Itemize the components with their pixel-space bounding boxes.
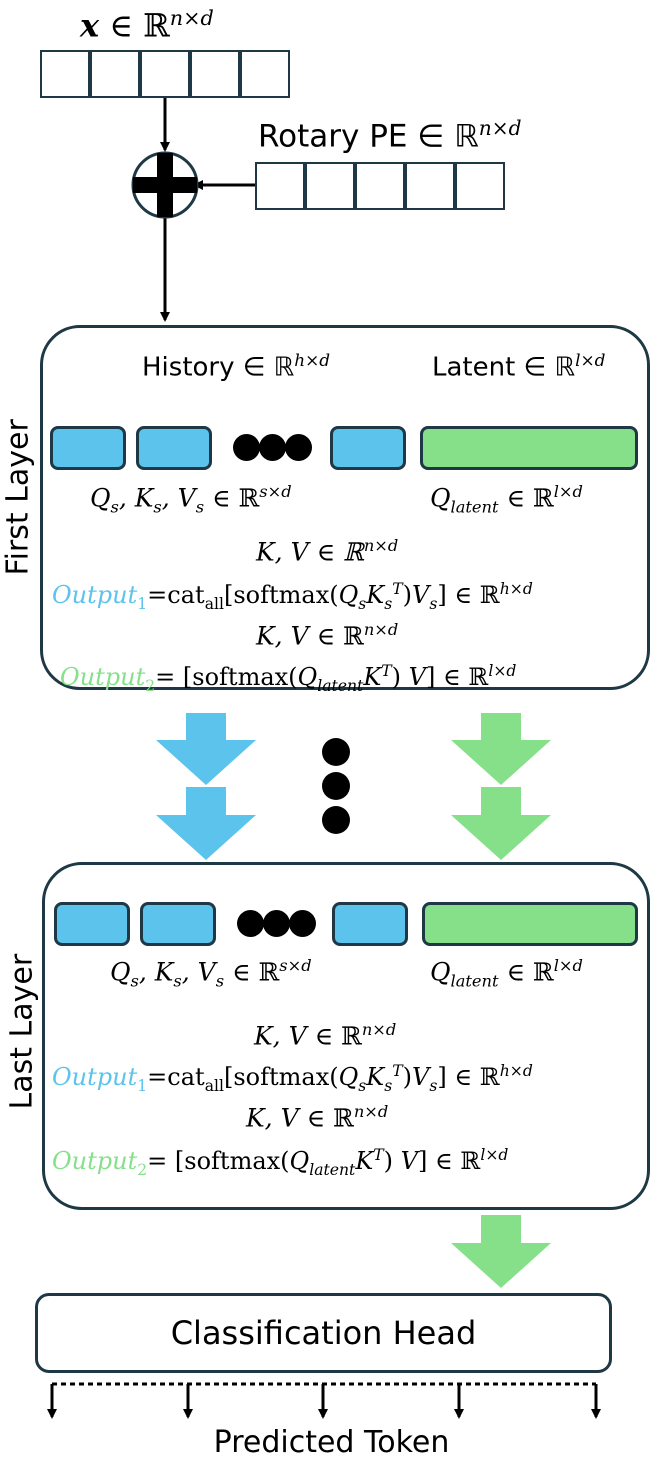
- input-cell: [90, 50, 140, 98]
- ellipsis-dot: [237, 910, 264, 937]
- ellipsis-dot: [285, 434, 312, 461]
- rope-cell: [305, 162, 355, 210]
- classification-head-label: Classification Head: [170, 1314, 477, 1352]
- layer-ellipsis-dot: [322, 772, 350, 800]
- rope-cell: [455, 162, 505, 210]
- first-qkv-equation: Qs, Ks, Vs ∈ ℝs×d: [90, 482, 292, 517]
- first-layer-box: [40, 325, 650, 690]
- rope-cell: [405, 162, 455, 210]
- input-vector: [40, 50, 290, 98]
- output-arrows: [47, 1384, 601, 1419]
- ellipsis-dot: [263, 910, 290, 937]
- history-token-block: [50, 426, 126, 470]
- rope-cell: [255, 162, 305, 210]
- first-kv-equation-1: K, V ∈ ℝn×d: [256, 536, 399, 567]
- input-label: x ∈ ℝn×d: [80, 6, 214, 45]
- input-cell: [140, 50, 190, 98]
- last-output2-equation: Output2= [softmax(QlatentKT) V] ∈ ℝl×d: [52, 1146, 509, 1179]
- history-token-block: [140, 902, 216, 946]
- classification-head-box: Classification Head: [35, 1293, 612, 1373]
- latent-token-block: [422, 902, 638, 946]
- ellipsis-dot: [233, 434, 260, 461]
- last-kv-equation-1: K, V ∈ ℝn×d: [254, 1020, 397, 1051]
- history-token-block: [54, 902, 130, 946]
- first-layer-label: First Layer: [0, 419, 36, 576]
- latent-token-block: [420, 426, 638, 470]
- blue-flow-arrows: [156, 713, 256, 860]
- rope-cell: [355, 162, 405, 210]
- add-icon: [131, 151, 199, 219]
- history-label: History ∈ ℝh×d: [142, 350, 331, 383]
- first-kv-equation-2: K, V ∈ ℝn×d: [256, 620, 399, 651]
- first-output2-equation: Output2= [softmax(QlatentKT) V] ∈ ℝl×d: [60, 662, 517, 695]
- input-cell: [190, 50, 240, 98]
- rope-label: Rotary PE ∈ ℝn×d: [258, 116, 522, 155]
- layer-ellipsis-dot: [322, 738, 350, 766]
- first-output1-equation: Output1=catall[softmax(QsKsT)Vs] ∈ ℝh×d: [52, 580, 533, 613]
- green-flow-arrows: [451, 713, 551, 1288]
- rope-vector: [255, 162, 505, 210]
- last-output1-equation: Output1=catall[softmax(QsKsT)Vs] ∈ ℝh×d: [52, 1062, 533, 1095]
- last-layer-label: Last Layer: [4, 953, 40, 1110]
- latent-label: Latent ∈ ℝl×d: [432, 350, 606, 383]
- input-cell: [240, 50, 290, 98]
- ellipsis-dot: [289, 910, 316, 937]
- ellipsis-dot: [259, 434, 286, 461]
- history-token-block: [332, 902, 408, 946]
- last-qkv-equation: Qs, Ks, Vs ∈ ℝs×d: [110, 956, 312, 991]
- first-qlatent-equation: Qlatent ∈ ℝl×d: [430, 482, 583, 517]
- last-qlatent-equation: Qlatent ∈ ℝl×d: [430, 956, 583, 991]
- history-token-block: [330, 426, 406, 470]
- last-kv-equation-2: K, V ∈ ℝn×d: [246, 1102, 389, 1133]
- layer-ellipsis-dot: [322, 806, 350, 834]
- predicted-token-label: Predicted Token: [213, 1425, 450, 1460]
- input-cell: [40, 50, 90, 98]
- history-token-block: [136, 426, 212, 470]
